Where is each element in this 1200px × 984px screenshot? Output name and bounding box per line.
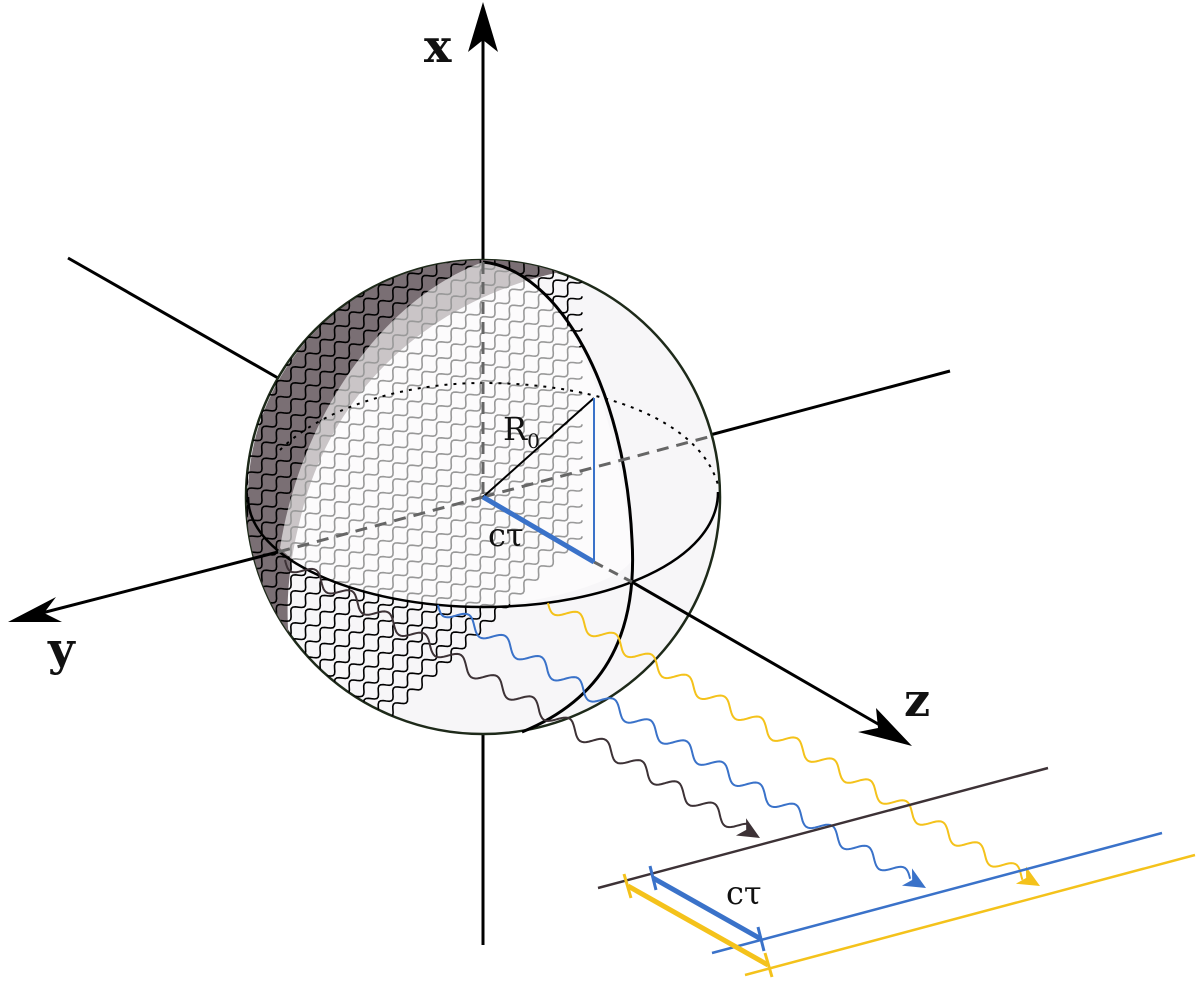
y-axis-front [37, 550, 279, 616]
blue-wave [437, 604, 912, 880]
screen-line-dark [597, 766, 1049, 890]
ctau-yellow-bar [626, 883, 770, 968]
yellow-wave-arrowhead [1015, 866, 1040, 886]
y-axis-back [67, 256, 279, 380]
shade-wave-line [246, 260, 584, 440]
z-axis-arrowhead [858, 708, 912, 746]
radius-label: R0 [503, 410, 540, 453]
equator-back [279, 381, 719, 486]
blue-wave-arrowhead [901, 868, 926, 888]
blue-tick-start [648, 865, 658, 891]
yellow-tick-end [763, 952, 774, 978]
x-axis-label: x [424, 19, 452, 73]
ctau-segment [481, 494, 596, 565]
y-axis-arrowhead [8, 597, 62, 622]
screen-line-blue [711, 831, 1163, 955]
yellow-tick-start [622, 873, 633, 899]
ctau-bottom-label: cτ [726, 874, 762, 912]
hemisphere-face [280, 262, 632, 607]
shade-wave-line [246, 260, 584, 456]
blue-tick-end [756, 926, 766, 952]
meridian-arc [482, 260, 635, 734]
shade-wave-line [246, 260, 584, 424]
y-axis-dashed [277, 495, 484, 554]
z-axis-back [709, 369, 951, 437]
ctau-blue-bar [651, 875, 763, 942]
radius-line [482, 397, 595, 498]
z-axis-dashed-front [593, 560, 633, 584]
dark-wave-arrowhead [735, 818, 760, 838]
ctau-label: cτ [488, 516, 524, 554]
z-axis-front [631, 580, 886, 730]
z-axis-label: z [904, 673, 930, 727]
dark-wave [284, 559, 748, 829]
screen-line-yellow [744, 853, 1196, 977]
yellow-wave [547, 602, 1024, 881]
y-axis-label: y [47, 622, 76, 676]
x-axis-arrowhead [468, 2, 498, 52]
